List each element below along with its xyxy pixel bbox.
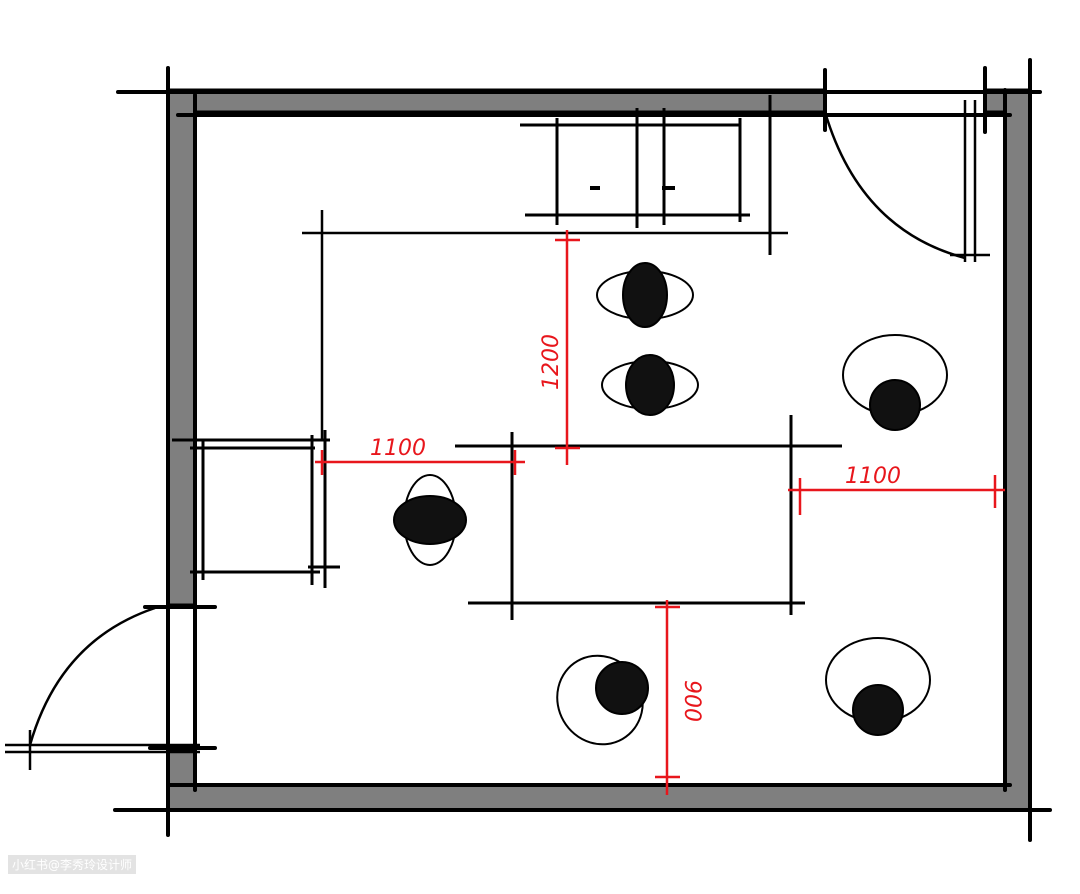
person-icon bbox=[825, 637, 931, 736]
person-icon bbox=[601, 354, 699, 416]
dimension-label-900: 900 bbox=[679, 680, 704, 722]
watermark: 小红书@李秀玲设计师 bbox=[8, 855, 137, 874]
dimension-label-1100-left: 1100 bbox=[370, 436, 426, 461]
door-left bbox=[5, 606, 200, 770]
dimension-label-1200: 1200 bbox=[539, 334, 564, 390]
dimension-label-1100-right: 1100 bbox=[845, 464, 901, 489]
cabinet-left bbox=[172, 430, 340, 588]
person-icon bbox=[556, 654, 649, 746]
table bbox=[455, 415, 842, 620]
dimension-lines bbox=[315, 230, 1005, 795]
person-icon bbox=[596, 262, 694, 328]
door-top-right bbox=[823, 100, 990, 262]
walls bbox=[113, 58, 1052, 842]
person-icon bbox=[842, 334, 948, 431]
zone-lines bbox=[302, 210, 788, 440]
people bbox=[393, 262, 948, 746]
person-icon bbox=[393, 474, 467, 566]
cabinet-top bbox=[520, 95, 772, 255]
